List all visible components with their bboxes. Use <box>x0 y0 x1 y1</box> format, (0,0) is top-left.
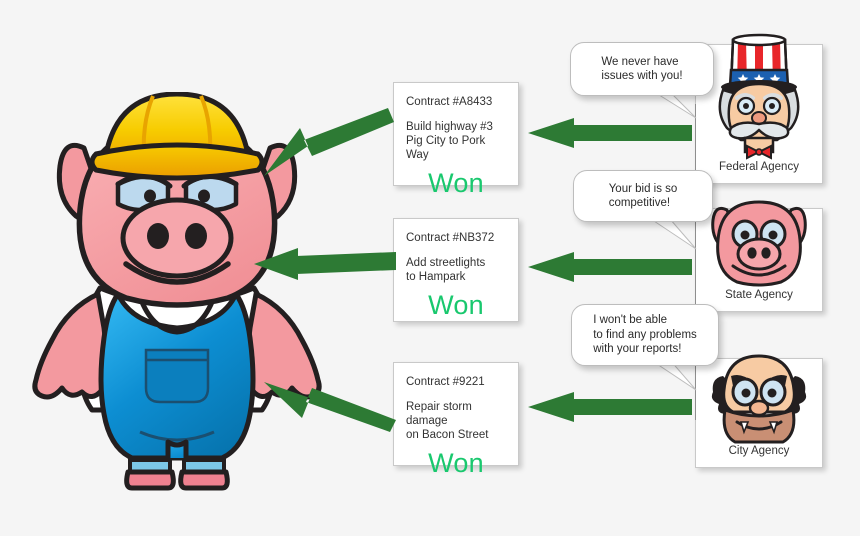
contract-id: Contract #NB372 <box>406 232 495 244</box>
agency-connector-line <box>695 104 696 420</box>
speech-bubble-city: I won't be able to find any problems wit… <box>571 304 719 366</box>
contract-status-badge: Won <box>428 290 484 320</box>
arrow-to-contractor-3 <box>262 376 398 438</box>
speech-bubble-text: We never have issues with you! <box>601 55 683 83</box>
arrow-to-contract-2 <box>524 246 692 288</box>
contract-description: Repair storm damage on Bacon Street <box>406 401 489 441</box>
contract-card-2[interactable]: Contract #NB372 Add streetlights to Hamp… <box>393 218 519 322</box>
speech-bubble-text: Your bid is so competitive! <box>608 182 678 210</box>
contract-description: Add streetlights to Hampark <box>406 257 486 283</box>
contract-status-badge: Won <box>428 448 484 478</box>
agency-card-city[interactable]: City Agency <box>695 358 823 468</box>
contract-id: Contract #9221 <box>406 376 485 388</box>
arrow-to-contractor-2 <box>252 248 396 280</box>
agency-label: Federal Agency <box>719 161 799 173</box>
arrow-to-contractor-1 <box>262 108 394 180</box>
contract-card-1[interactable]: Contract #A8433 Build highway #3 Pig Cit… <box>393 82 519 198</box>
pig-contractor-mascot <box>22 91 332 492</box>
speech-bubble-state: Your bid is so competitive! <box>573 170 713 222</box>
pig-contractor-illustration <box>32 91 322 491</box>
agency-card-state[interactable]: State Agency <box>695 208 823 312</box>
agency-label: City Agency <box>728 445 790 457</box>
contract-description: Build highway #3 Pig City to Pork Way <box>406 121 493 161</box>
contract-id: Contract #A8433 <box>406 96 493 108</box>
agency-label: State Agency <box>725 289 793 301</box>
speech-bubble-federal: We never have issues with you! <box>570 42 714 96</box>
speech-bubble-text: I won't be able to find any problems wit… <box>593 314 697 356</box>
contract-status-badge: Won <box>428 168 484 198</box>
arrow-to-contract-1 <box>524 112 692 154</box>
agency-card-federal[interactable]: Federal Agency <box>695 44 823 184</box>
contract-card-3[interactable]: Contract #9221 Repair storm damage on Ba… <box>393 362 519 478</box>
arrow-to-contract-3 <box>524 386 692 428</box>
